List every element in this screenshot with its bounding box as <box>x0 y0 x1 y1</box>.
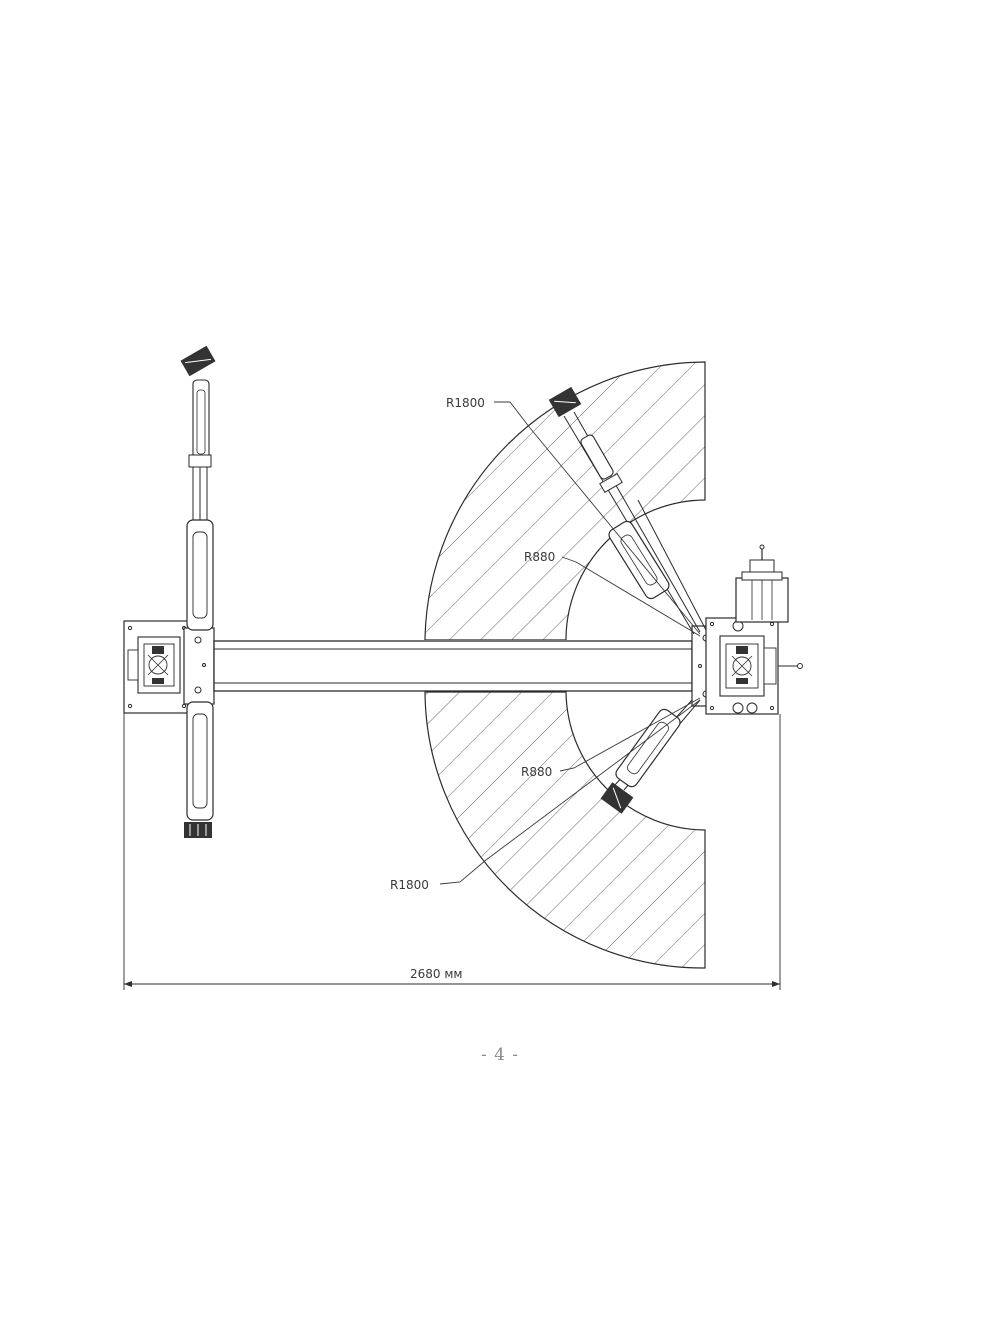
upper-inner-radius-label: R880 <box>524 550 555 564</box>
upper-swing-area <box>424 361 706 640</box>
left-arm-pad-bottom <box>184 822 212 838</box>
power-unit <box>735 544 789 623</box>
left-carriage <box>183 627 215 705</box>
overall-width-label: 2680 мм <box>410 967 462 981</box>
right-lower-arm-pad <box>600 782 634 814</box>
lower-outer-radius-label: R1800 <box>390 878 429 892</box>
upper-outer-radius-label: R1800 <box>446 396 485 410</box>
left-arm <box>186 379 214 821</box>
width-dimension <box>123 713 781 990</box>
left-column-base <box>123 620 191 714</box>
lower-inner-radius-label: R880 <box>521 765 552 779</box>
right-lower-arm <box>613 699 701 791</box>
left-arm-pad-top <box>180 345 216 377</box>
right-upper-arm-pad <box>548 386 582 418</box>
cross-beam <box>213 640 693 692</box>
right-column-base <box>705 617 803 715</box>
radius-leaders <box>439 401 701 885</box>
lower-swing-area <box>424 691 706 969</box>
page-number: - 4 - <box>480 1045 520 1065</box>
